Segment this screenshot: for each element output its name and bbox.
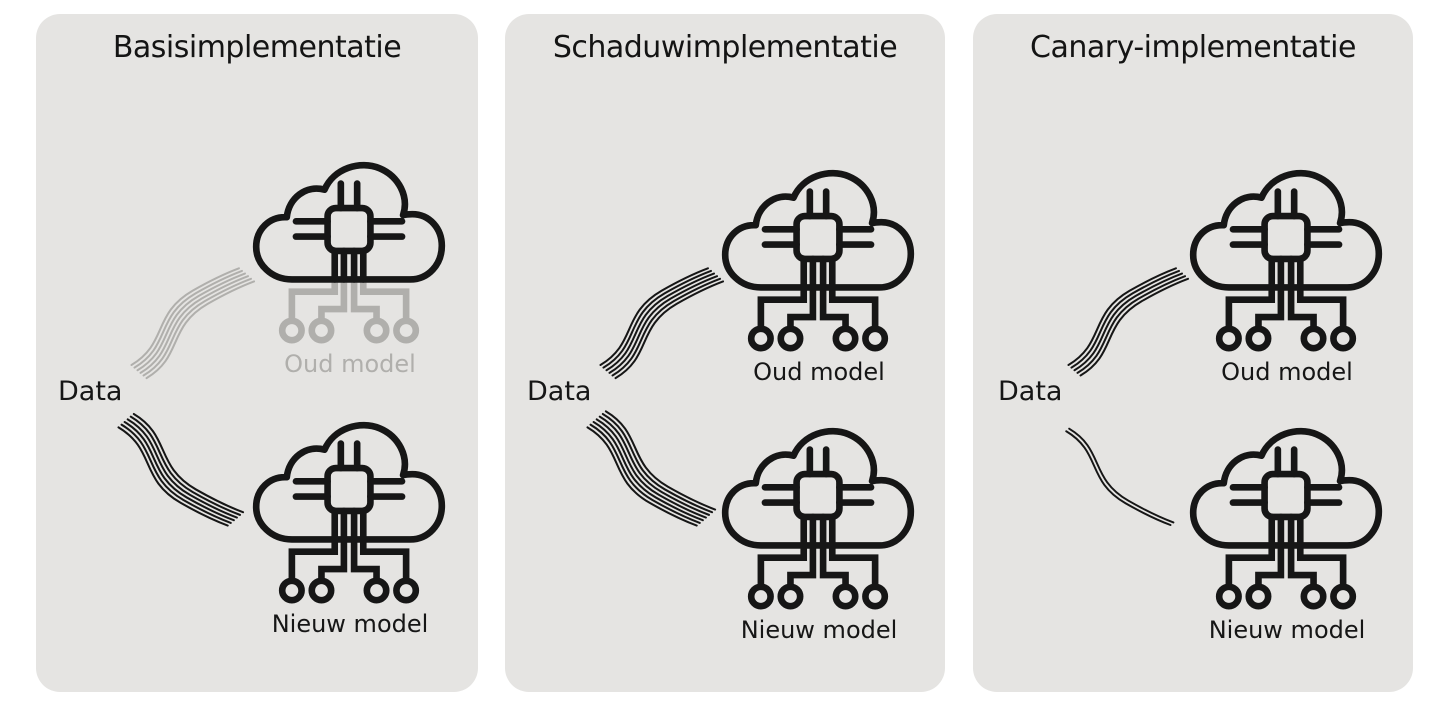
old-model-label: Oud model xyxy=(284,350,416,378)
data-source-label: Data xyxy=(527,376,592,407)
new-model-label: Nieuw model xyxy=(271,610,429,638)
new-model: Nieuw model xyxy=(716,422,922,644)
new-model-label: Nieuw model xyxy=(740,616,898,644)
cloud-ai-model-icon xyxy=(247,156,451,356)
cloud-ai-model-icon xyxy=(247,416,451,616)
panel-shadow-implementation: Schaduwimplementatie Data Oud model Nieu… xyxy=(505,14,945,692)
new-model: Nieuw model xyxy=(1184,422,1390,644)
cloud-ai-model-icon xyxy=(1184,422,1388,622)
data-flow-to-new-model xyxy=(117,412,245,527)
panel-title: Basisimplementatie xyxy=(112,30,402,65)
panel-title: Schaduwimplementatie xyxy=(552,30,898,65)
panel-canary-implementation: Canary-implementatie Data Oud model Nieu… xyxy=(973,14,1413,692)
data-flow-to-new-model-canary xyxy=(1065,427,1175,526)
cloud-ai-model-icon xyxy=(716,164,920,364)
old-model: Oud model xyxy=(1184,164,1390,386)
data-source-label: Data xyxy=(58,376,123,407)
old-model: Oud model xyxy=(716,164,922,386)
data-flow-to-new-model xyxy=(586,410,717,527)
data-source-label: Data xyxy=(998,376,1063,407)
old-model-label: Oud model xyxy=(1221,358,1353,386)
old-model-label: Oud model xyxy=(753,358,885,386)
data-flow-to-old-model xyxy=(599,267,725,380)
new-model-label: Nieuw model xyxy=(1208,616,1366,644)
panel-title: Canary-implementatie xyxy=(1030,30,1356,65)
data-flow-to-old-model xyxy=(1067,267,1190,377)
panel-basis-implementation: Basisimplementatie Data Oud model Nieuw … xyxy=(36,14,478,692)
cloud-ai-model-icon xyxy=(716,422,920,622)
old-model: Oud model xyxy=(247,156,453,378)
cloud-ai-model-icon xyxy=(1184,164,1388,364)
data-flow-to-old-model xyxy=(130,267,256,380)
new-model: Nieuw model xyxy=(247,416,453,638)
